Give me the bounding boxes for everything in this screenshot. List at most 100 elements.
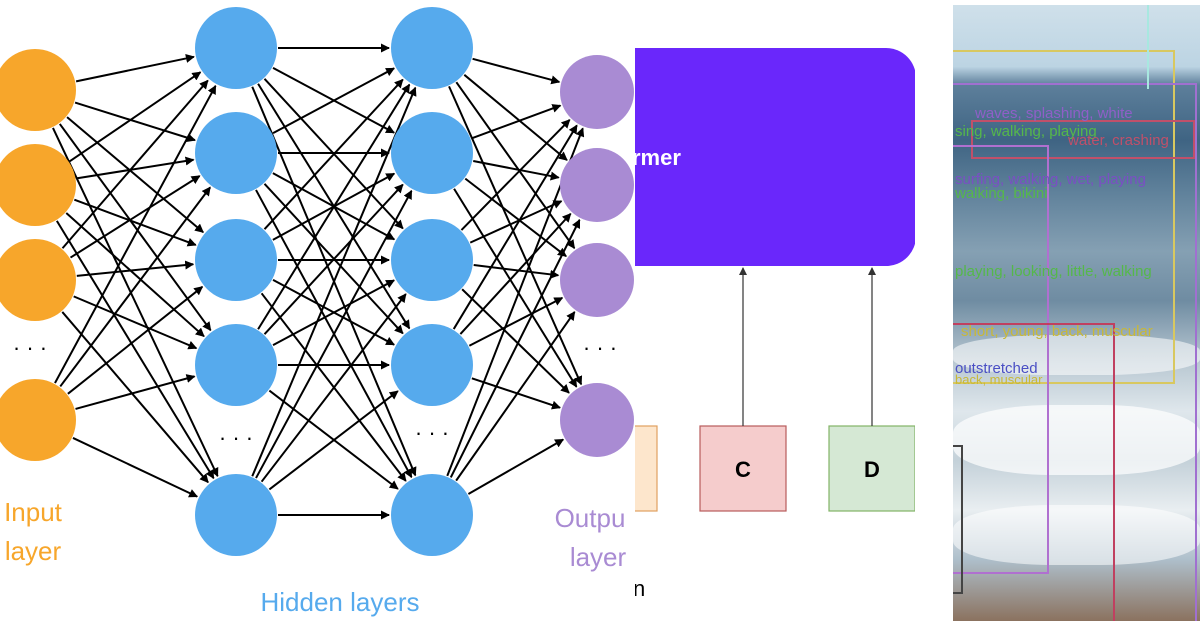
connection-arrow [55, 220, 215, 480]
bounding-box [971, 120, 1195, 159]
input-box-d [828, 425, 915, 512]
hidden-1-ellipsis: · · · [219, 425, 253, 450]
hidden-1-neuron [195, 219, 277, 301]
input-neuron [0, 379, 76, 461]
connection-arrows [52, 43, 585, 520]
connection-arrow [449, 218, 581, 478]
connection-arrow [469, 200, 563, 244]
output-layer-label-line1: Outpu [555, 503, 626, 533]
output-neuron [560, 243, 634, 317]
connection-arrow [460, 119, 571, 231]
photo-tag: walking, bikini [955, 185, 1048, 202]
input-neuron [0, 49, 76, 131]
connection-arrow [65, 212, 205, 338]
output-neuron [560, 55, 634, 129]
wave-foam [953, 505, 1200, 565]
connection-arrow [74, 198, 197, 247]
connection-arrow [257, 83, 411, 330]
photo-tag: outstretched [955, 360, 1038, 377]
connection-arrow [73, 295, 198, 350]
input-layer-label-line1: Input [4, 497, 63, 527]
transformer-diagram: rmer C D n [632, 48, 915, 601]
neuron-nodes [0, 7, 634, 556]
connection-arrow [260, 293, 407, 483]
connection-arrow [59, 186, 211, 388]
connection-arrow [459, 213, 572, 335]
connection-arrow [52, 127, 219, 478]
connection-arrow [263, 78, 404, 230]
bounding-box [953, 145, 1049, 574]
hidden-2-neuron [391, 219, 473, 301]
connection-arrow [471, 104, 562, 140]
photo-tag: sing, walking, playing [955, 123, 1097, 140]
input-box-d-label: D [864, 457, 880, 482]
transformer-title: rmer [632, 145, 681, 170]
connection-arrow [473, 160, 560, 181]
connection-arrow [464, 177, 567, 258]
photo-tag: waves, splashing, white [975, 105, 1133, 122]
transformer-block [635, 48, 915, 266]
wave-foam [953, 405, 1200, 475]
hidden-2-neuron [391, 7, 473, 89]
photo-tag: back, muscular [955, 372, 1043, 387]
neural-network-diagram: · · · · · · · · · · · · Input layer Hidd… [0, 7, 915, 617]
output-neuron [560, 148, 634, 222]
photo-tag: short, young, back, muscular [961, 323, 1153, 340]
hidden-2-neuron [391, 474, 473, 556]
connection-arrow [468, 296, 564, 347]
hidden-2-neuron [391, 112, 473, 194]
connection-arrow [76, 260, 195, 277]
connection-arrow [461, 288, 570, 394]
connection-arrow [255, 189, 413, 479]
input-ellipsis: · · · [13, 335, 47, 360]
photo-tag: playing, looking, little, walking [955, 263, 1152, 280]
connection-arrow [69, 175, 201, 259]
connection-arrow [452, 124, 578, 330]
connection-arrow [251, 86, 417, 477]
bounding-box [953, 83, 1197, 621]
connection-arrow [54, 84, 217, 384]
connection-arrow [455, 311, 576, 482]
connection-arrow [263, 183, 404, 335]
connection-arrow [472, 57, 561, 85]
input-box-c [699, 425, 787, 512]
connection-arrow [471, 377, 561, 410]
hidden-2-ellipsis: · · · [415, 420, 449, 445]
connection-arrow [272, 67, 395, 135]
hidden-1-neuron [195, 112, 277, 194]
connection-arrow [61, 311, 209, 484]
bounding-box [953, 323, 1115, 621]
connection-arrow [61, 79, 209, 249]
hidden-layers-label: Hidden layers [261, 587, 420, 617]
hidden-1-neuron [195, 324, 277, 406]
input-layer-label-line2: layer [5, 536, 62, 566]
hidden-1-neuron [195, 474, 277, 556]
output-neuron [560, 383, 634, 457]
connection-arrow [453, 188, 578, 388]
connection-arrow [75, 54, 195, 83]
beach-photo-with-tags: waves, splashing, white sing, walking, p… [953, 5, 1200, 621]
connection-arrow [463, 74, 568, 161]
connection-arrow [473, 264, 560, 279]
connection-arrow [67, 285, 204, 395]
photo-tag: water, crashing [1068, 132, 1169, 149]
bounding-box [1147, 5, 1149, 89]
panel-gap [915, 0, 953, 630]
input-box-b [635, 425, 658, 512]
bounding-box [953, 445, 963, 594]
connection-arrow [72, 437, 199, 498]
transformer-caption: n [633, 576, 645, 601]
connection-arrow [75, 374, 196, 410]
output-ellipsis: · · · [583, 335, 617, 360]
output-layer-label-line2: layer [570, 542, 627, 572]
connection-arrow [268, 390, 399, 491]
connection-arrow [455, 81, 576, 250]
connection-arrow [58, 123, 212, 332]
input-neuron [0, 239, 76, 321]
connection-arrow [467, 438, 565, 495]
connection-arrow [69, 71, 202, 163]
photo-tag: surfing, walking, wet, playing [955, 171, 1146, 188]
connection-arrow [272, 279, 395, 347]
input-neuron [0, 144, 76, 226]
